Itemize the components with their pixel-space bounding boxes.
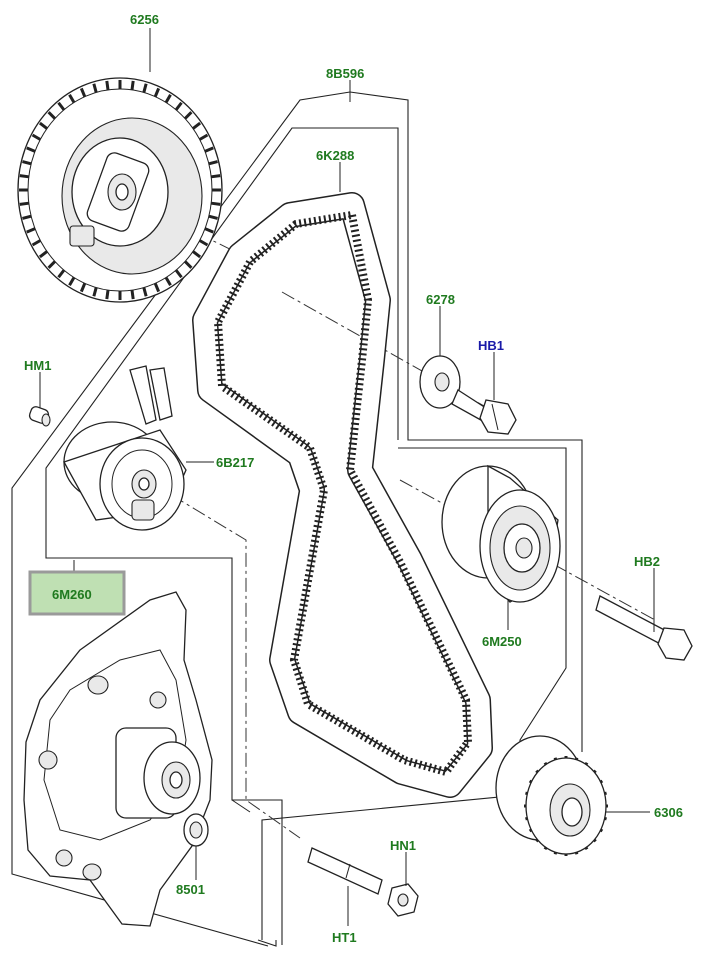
assembly-frame-lines xyxy=(11,91,583,947)
bolt-HB1[interactable] xyxy=(451,389,517,435)
callout-6306[interactable]: 6306 xyxy=(654,805,683,820)
callout-HB2[interactable]: HB2 xyxy=(634,554,660,569)
timing-belt-6K288[interactable] xyxy=(192,192,493,798)
stud-HT1[interactable] xyxy=(307,847,383,895)
camshaft-pulley-teeth xyxy=(19,80,221,300)
callout-8B596[interactable]: 8B596 xyxy=(326,66,364,81)
callout-6M260[interactable]: 6M260 xyxy=(52,587,92,602)
bolt-HB2[interactable] xyxy=(595,595,693,661)
dowel-HM1[interactable] xyxy=(28,405,51,427)
crankshaft-sprocket-6306[interactable] xyxy=(495,735,608,856)
callout-6B217[interactable]: 6B217 xyxy=(216,455,254,470)
callout-6278[interactable]: 6278 xyxy=(426,292,455,307)
leader-lines xyxy=(39,28,655,926)
callout-HT1[interactable]: HT1 xyxy=(332,930,357,945)
water-pump-8501[interactable] xyxy=(23,591,213,927)
camshaft-pulley-6256[interactable] xyxy=(17,77,223,303)
callout-8501[interactable]: 8501 xyxy=(176,882,205,897)
callout-6K288[interactable]: 6K288 xyxy=(316,148,354,163)
nut-HN1[interactable] xyxy=(387,883,419,917)
callout-6M250[interactable]: 6M250 xyxy=(482,634,522,649)
callout-labels: 6256 8B596 6K288 6278 HB1 HM1 6B217 6M26… xyxy=(24,12,683,945)
callout-HB1[interactable]: HB1 xyxy=(478,338,504,353)
callout-HM1[interactable]: HM1 xyxy=(24,358,51,373)
callout-6256[interactable]: 6256 xyxy=(130,12,159,27)
tensioner-6B217[interactable] xyxy=(63,365,187,531)
selected-callout-highlight xyxy=(28,570,126,616)
idler-pulley-6M250[interactable] xyxy=(441,464,561,603)
callout-HN1[interactable]: HN1 xyxy=(390,838,416,853)
